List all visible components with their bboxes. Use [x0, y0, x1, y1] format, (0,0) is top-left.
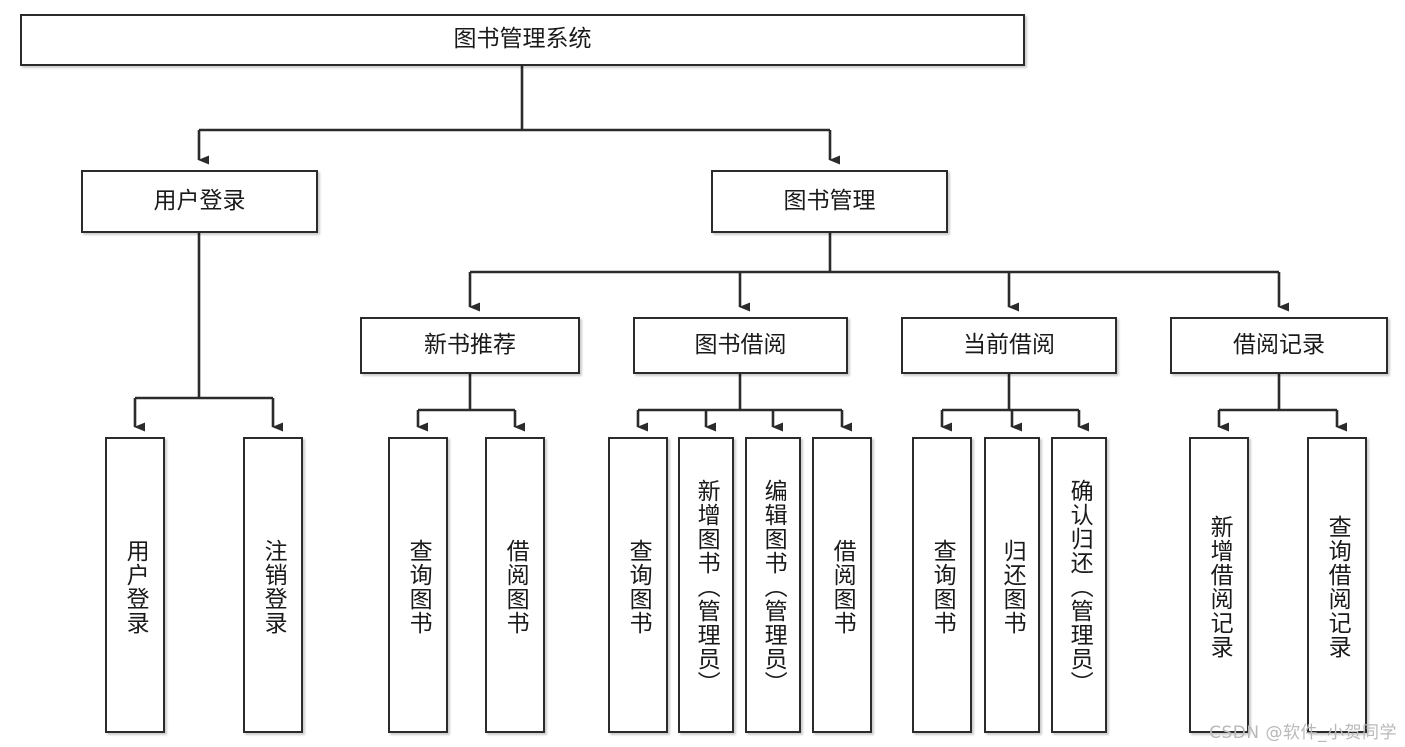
- node-leaf-edit-book-admin[interactable]: 编辑图书（管理员）: [745, 437, 801, 733]
- node-label: 查询图书: [405, 539, 432, 635]
- node-borrow-record[interactable]: 借阅记录: [1170, 317, 1388, 374]
- node-label: 新增图书（管理员）: [693, 479, 720, 695]
- node-leaf-query-book-current[interactable]: 查询图书: [912, 437, 972, 733]
- node-label: 图书管理系统: [453, 26, 592, 53]
- node-leaf-borrow-book-rec[interactable]: 借阅图书: [485, 437, 545, 733]
- node-leaf-query-book-borrow[interactable]: 查询图书: [608, 437, 668, 733]
- node-label: 借阅图书: [829, 539, 856, 635]
- node-label: 图书借阅: [694, 331, 787, 358]
- node-leaf-logout[interactable]: 注销登录: [243, 437, 303, 733]
- node-leaf-add-borrow-record[interactable]: 新增借阅记录: [1189, 437, 1249, 733]
- node-label: 归还图书: [999, 539, 1026, 635]
- node-label: 借阅图书: [502, 539, 529, 635]
- node-label: 确认归还（管理员）: [1066, 479, 1093, 695]
- csdn-watermark: CSDN @软件_小贺同学: [1209, 723, 1397, 743]
- node-leaf-confirm-return-admin[interactable]: 确认归还（管理员）: [1051, 437, 1107, 733]
- node-leaf-query-book-rec[interactable]: 查询图书: [388, 437, 448, 733]
- node-label: 图书管理: [783, 187, 876, 214]
- node-current-borrow[interactable]: 当前借阅: [901, 317, 1117, 374]
- node-leaf-add-book-admin[interactable]: 新增图书（管理员）: [678, 437, 734, 733]
- node-label: 查询借阅记录: [1324, 515, 1351, 659]
- node-user-login[interactable]: 用户登录: [81, 170, 318, 233]
- node-label: 新书推荐: [424, 331, 516, 358]
- node-label: 查询图书: [625, 539, 652, 635]
- node-book-manage[interactable]: 图书管理: [711, 170, 948, 233]
- node-label: 借阅记录: [1233, 331, 1325, 358]
- node-label: 查询图书: [929, 539, 956, 635]
- node-label: 用户登录: [122, 539, 149, 635]
- node-label: 用户登录: [153, 187, 246, 214]
- node-root-system[interactable]: 图书管理系统: [20, 14, 1025, 66]
- node-leaf-query-borrow-record[interactable]: 查询借阅记录: [1307, 437, 1367, 733]
- node-leaf-user-login[interactable]: 用户登录: [105, 437, 165, 733]
- node-leaf-return-book[interactable]: 归还图书: [984, 437, 1040, 733]
- node-book-borrow[interactable]: 图书借阅: [633, 317, 848, 374]
- node-label: 注销登录: [260, 539, 287, 635]
- node-new-book-recommend[interactable]: 新书推荐: [360, 317, 580, 374]
- node-label: 新增借阅记录: [1206, 515, 1233, 659]
- node-leaf-borrow-book[interactable]: 借阅图书: [812, 437, 872, 733]
- node-label: 当前借阅: [963, 331, 1055, 358]
- node-label: 编辑图书（管理员）: [760, 479, 787, 695]
